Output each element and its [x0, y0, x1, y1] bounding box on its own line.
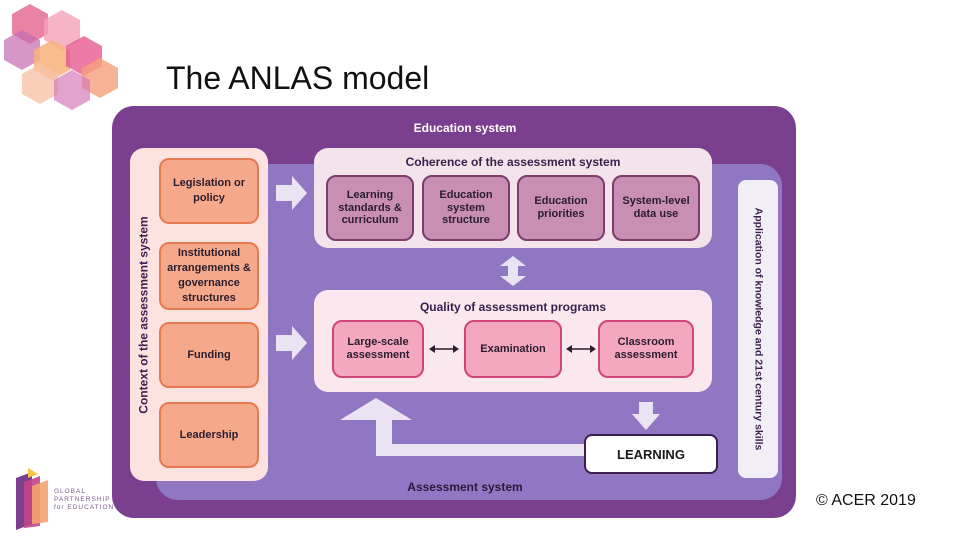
coherence-item-education-structure: Education system structure — [422, 175, 510, 241]
context-item-institutional: Institutional arrangements & governance … — [159, 242, 259, 310]
quality-title: Quality of assessment programs — [419, 300, 607, 314]
arrow-right-icon — [276, 326, 307, 360]
arrow-down-icon — [632, 402, 660, 430]
context-item-leadership: Leadership — [159, 402, 259, 468]
context-item-funding: Funding — [159, 322, 259, 388]
quality-item-examination: Examination — [464, 320, 562, 378]
gpe-logo-text: GLOBAL PARTNERSHIP for EDUCATION — [54, 488, 115, 512]
page-title: The ANLAS model — [166, 60, 430, 96]
double-arrow-horizontal-icon — [429, 345, 459, 353]
education-system-label: Education system — [413, 121, 517, 135]
side-label: Application of knowledge and 21st centur… — [752, 207, 765, 451]
hexagon-pattern-decoration — [4, 4, 118, 110]
quality-item-large-scale: Large-scale assessment — [332, 320, 424, 378]
quality-item-classroom: Classroom assessment — [598, 320, 694, 378]
assessment-system-label: Assessment system — [407, 480, 523, 494]
copyright-text: © ACER 2019 — [816, 492, 916, 509]
coherence-item-education-priorities: Education priorities — [517, 175, 605, 241]
coherence-title: Coherence of the assessment system — [405, 155, 621, 169]
coherence-item-data-use: System-level data use — [612, 175, 700, 241]
learning-box: LEARNING — [584, 434, 718, 474]
arrow-right-icon — [276, 176, 307, 210]
context-item-legislation: Legislation or policy — [159, 158, 259, 224]
context-title: Context of the assessment system — [137, 215, 151, 414]
feedback-arrow-icon — [340, 398, 586, 456]
side-label-panel: Application of knowledge and 21st centur… — [738, 180, 778, 478]
coherence-item-learning-standards: Learning standards & curriculum — [326, 175, 414, 241]
gpe-logo-icon — [16, 468, 48, 530]
double-arrow-horizontal-icon — [566, 345, 596, 353]
double-arrow-vertical-icon — [500, 256, 526, 286]
